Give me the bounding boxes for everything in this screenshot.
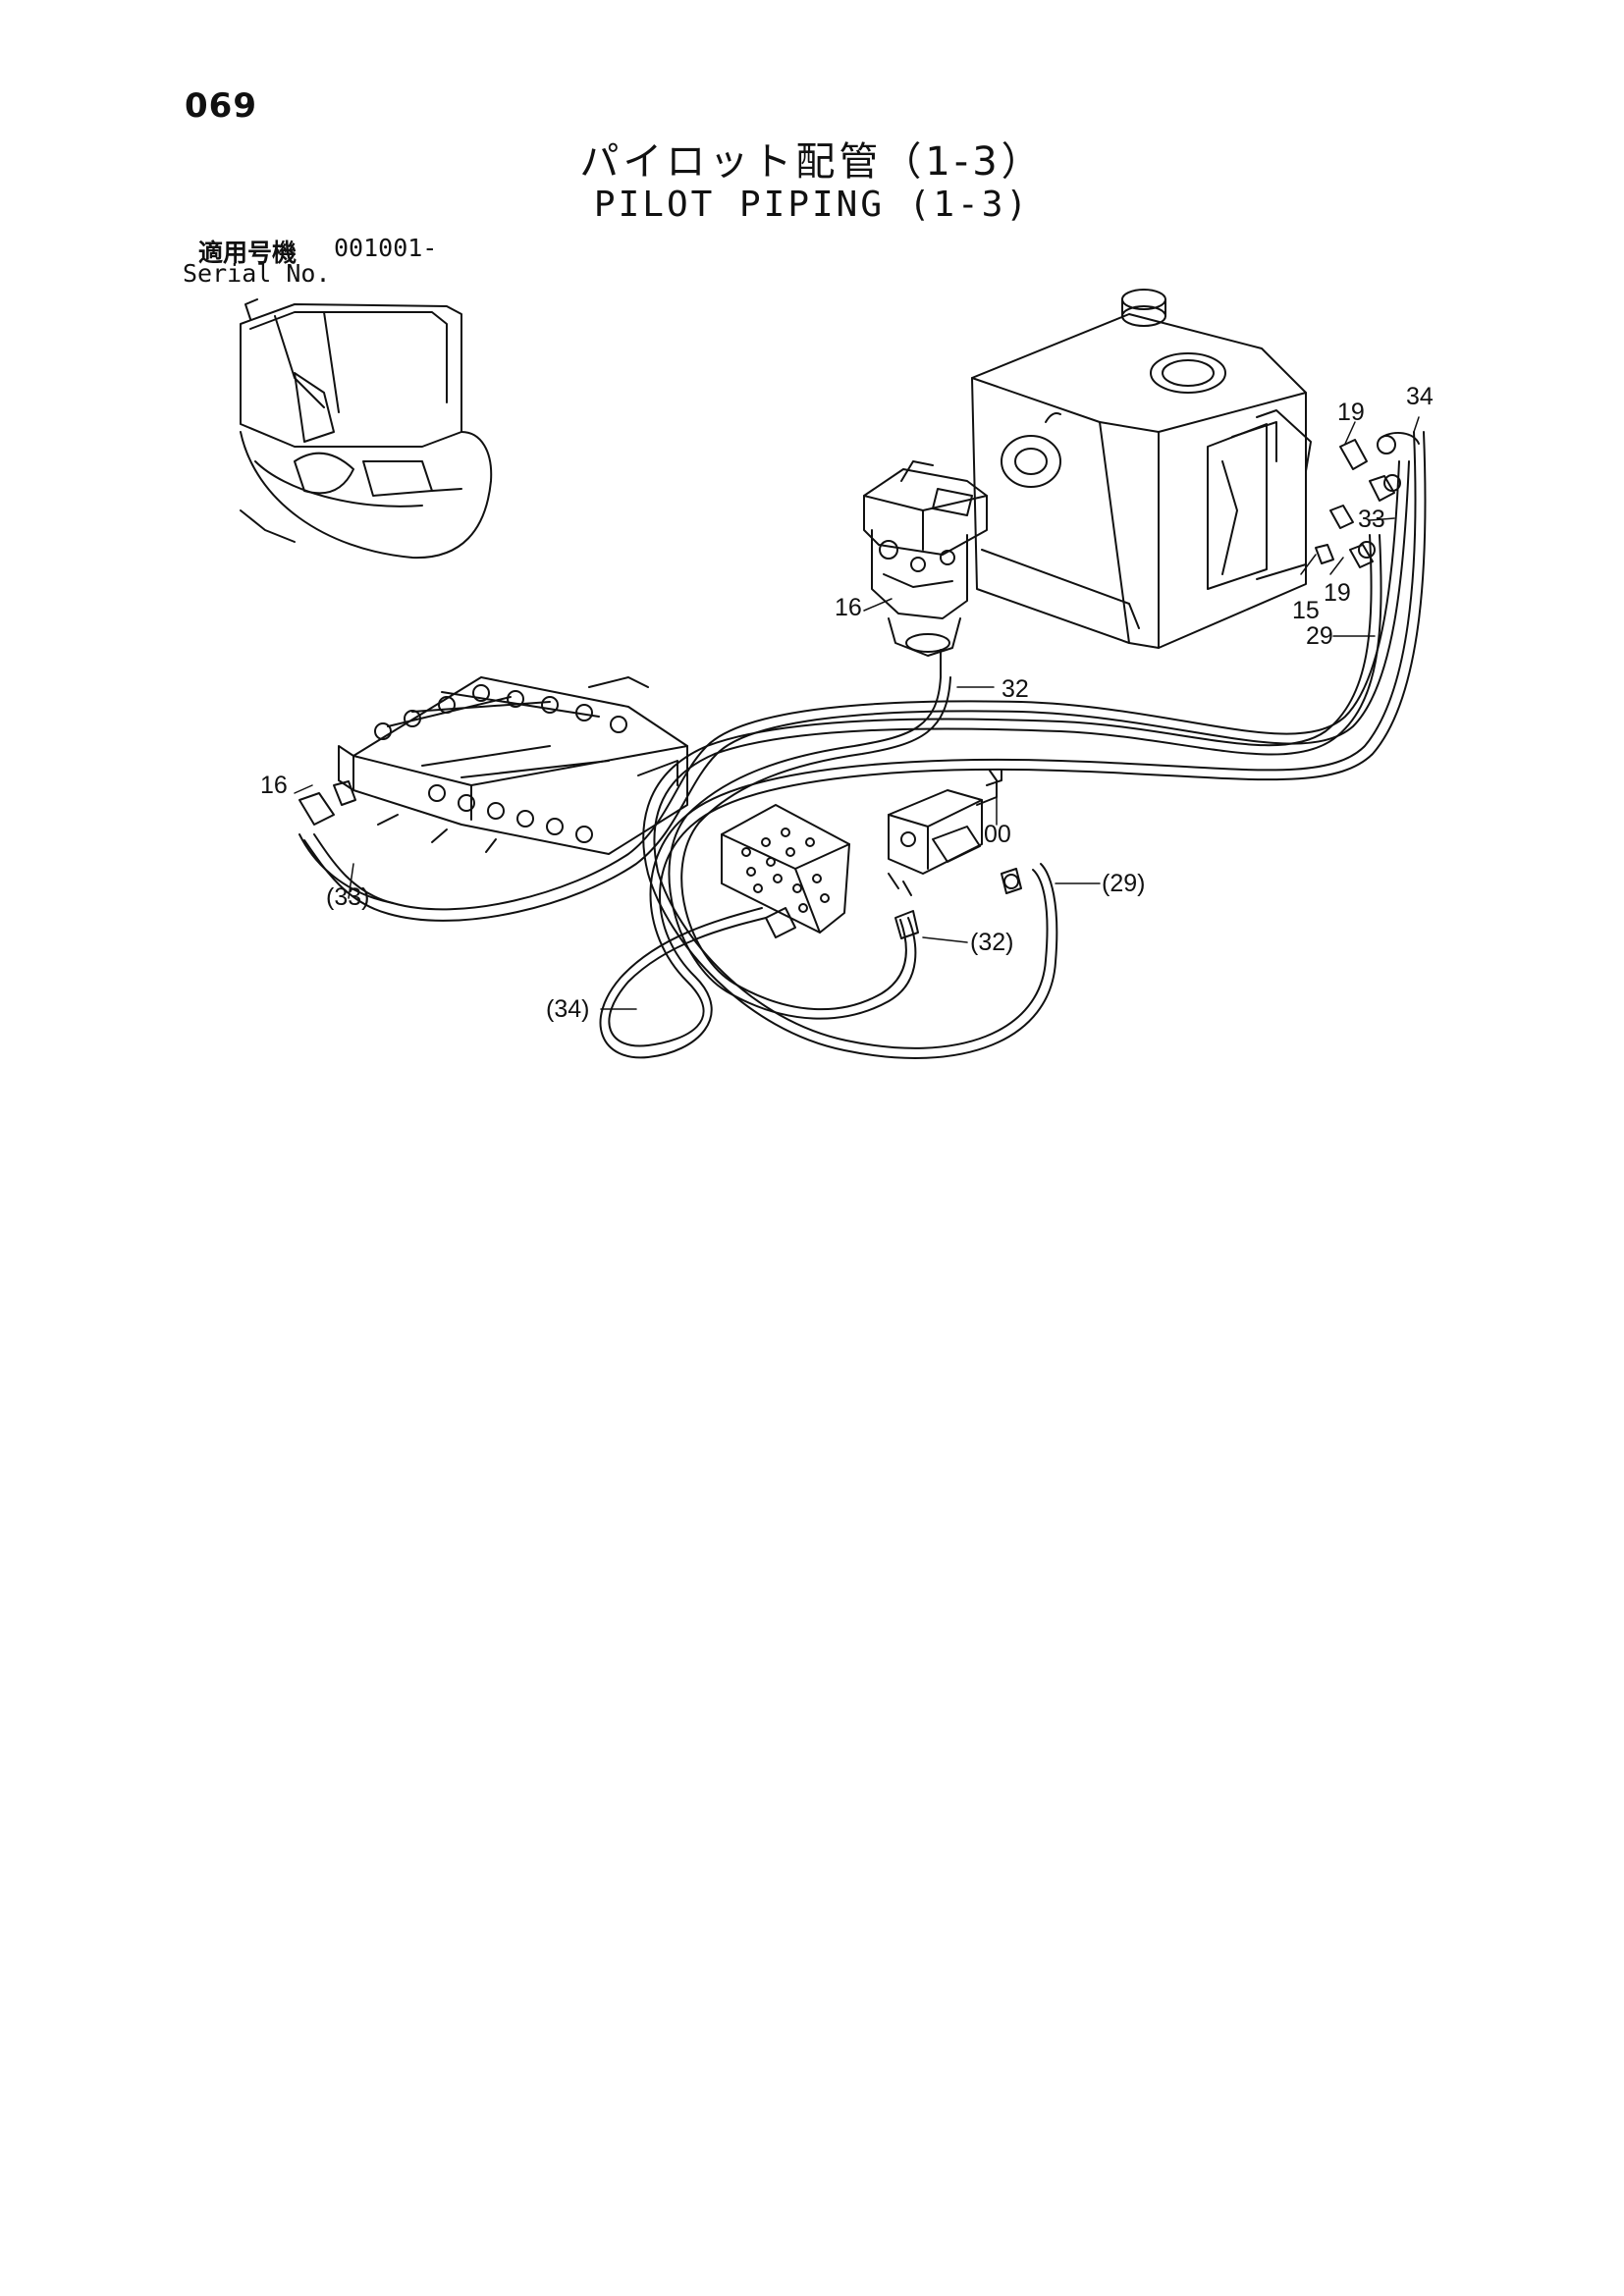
leader-lines (294, 416, 1420, 1010)
serial-label-english: Serial No. (183, 259, 331, 288)
callout-34: 34 (1406, 383, 1434, 410)
serial-label-japanese: 適用号機 (198, 239, 298, 267)
hydraulic-tank (971, 289, 1312, 649)
callout-19-upper: 19 (1337, 399, 1365, 426)
pilot-valve-unit (863, 460, 988, 678)
callout-00: 00 (984, 821, 1011, 848)
excavator-cab-icon (240, 298, 493, 560)
callout-29: 29 (1306, 622, 1333, 650)
title-japanese: パイロット配管（1-3） (579, 139, 1045, 185)
callout-33: 33 (1358, 506, 1385, 533)
callout-labels: 16 32 19 34 33 15 19 29 16 (33) 00 (29) … (260, 383, 1434, 1023)
callout-32-reference: (32) (970, 929, 1013, 956)
page-number: 069 (185, 86, 257, 126)
perforated-plate (721, 804, 850, 934)
callout-19-lower: 19 (1324, 579, 1351, 607)
callout-16-pilot-valve: 16 (835, 594, 862, 621)
serial-number-value: 001001- (334, 234, 438, 262)
callout-33-reference: (33) (326, 883, 369, 911)
title-english: PILOT PIPING (1-3) (593, 185, 1031, 225)
callout-15: 15 (1292, 597, 1320, 624)
valve-bracket (888, 770, 1002, 896)
callout-29-reference: (29) (1102, 870, 1145, 897)
callout-16-left-fitting: 16 (260, 772, 288, 799)
pilot-hoses (298, 431, 1427, 1059)
callout-32: 32 (1001, 675, 1029, 703)
fittings (298, 431, 1420, 939)
control-valve-bank (338, 676, 688, 855)
callout-34-reference: (34) (546, 995, 589, 1023)
